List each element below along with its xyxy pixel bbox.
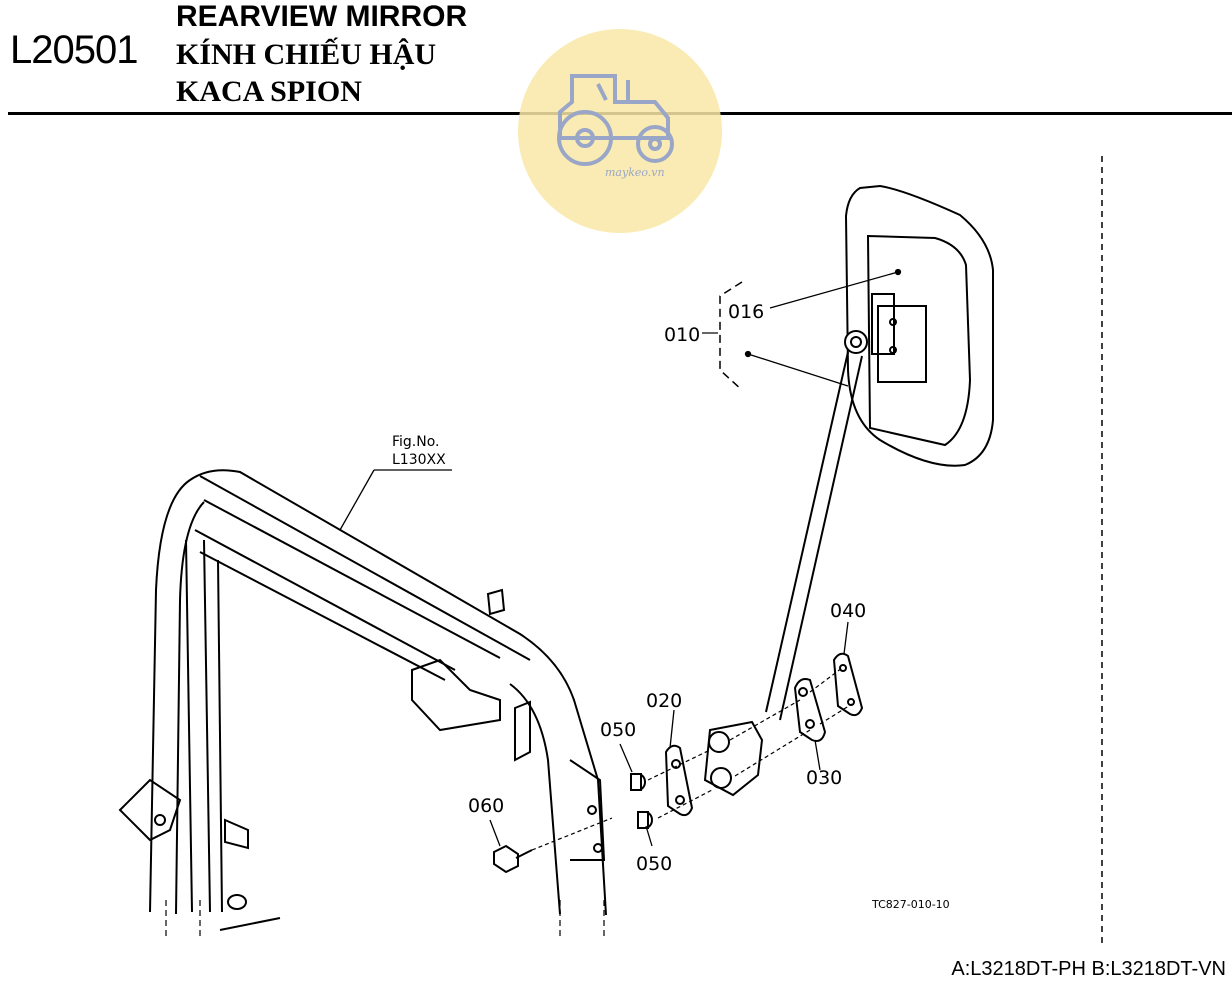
rops-frame (118, 469, 607, 931)
title-english: REARVIEW MIRROR (176, 0, 468, 33)
drawing-number: TC827-010-10 (871, 898, 950, 911)
callout-050-upper: 050 (600, 719, 636, 741)
frame-hidden-edges (165, 900, 605, 940)
callout-040: 040 (830, 600, 866, 622)
assembly-lines (531, 667, 853, 851)
figure-ref-number: L130XX (392, 452, 446, 468)
callout-020: 020 (646, 690, 682, 712)
callout-060: 060 (468, 795, 504, 817)
watermark-logo: maykeo.vn (518, 29, 722, 233)
title-vietnamese: KÍNH CHIẾU HẬU (176, 38, 437, 71)
assembly-bracket-010 (719, 281, 743, 391)
callout-030: 030 (806, 767, 842, 789)
part-group-code: L20501 (10, 28, 138, 72)
mirror-head (844, 184, 994, 467)
callout-050-lower: 050 (636, 853, 672, 875)
mirror-stay (703, 351, 863, 797)
callout-010: 010 (664, 324, 700, 346)
tractor-icon (557, 74, 674, 166)
watermark-text: maykeo.vn (605, 166, 665, 179)
model-applicability: A:L3218DT-PH B:L3218DT-VN (951, 958, 1226, 980)
figure-ref-label: Fig.No. (392, 434, 440, 450)
callout-016: 016 (728, 301, 764, 323)
title-indonesian: KACA SPION (176, 75, 362, 108)
leader-lines (339, 268, 902, 847)
